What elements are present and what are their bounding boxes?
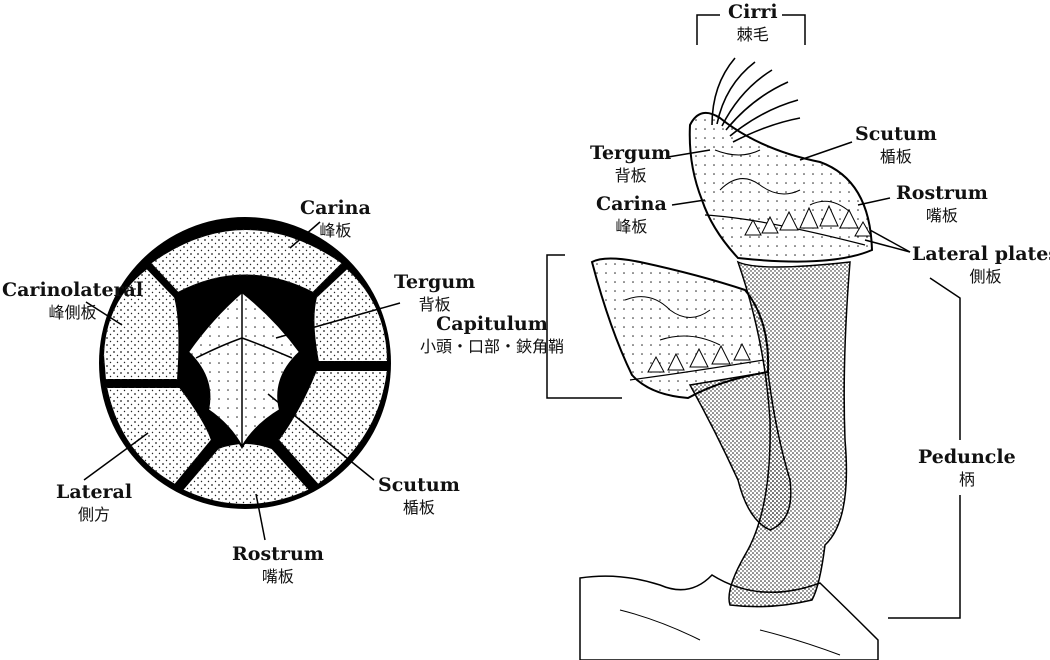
capitulum-small xyxy=(592,259,768,399)
label-scutum-top: Scutum 楯板 xyxy=(378,475,460,516)
label-text-en: Capitulum xyxy=(420,314,564,335)
label-text-en: Scutum xyxy=(378,475,460,496)
label-text-zh: 柄 xyxy=(918,471,1016,489)
label-text-en: Lateral plates xyxy=(912,244,1050,265)
label-text-zh: 嘴板 xyxy=(896,207,988,225)
label-cirri: Cirri 棘毛 xyxy=(728,2,778,43)
label-rostrum-top: Rostrum 嘴板 xyxy=(232,544,324,585)
label-text-en: Rostrum xyxy=(232,544,324,565)
label-carina-top: Carina 峰板 xyxy=(300,198,371,239)
rock xyxy=(580,575,878,660)
label-rostrum-side: Rostrum 嘴板 xyxy=(896,183,988,224)
label-lateral-plates: Lateral plates 側板 xyxy=(912,244,1050,285)
label-text-en: Carina xyxy=(300,198,371,219)
label-text-zh: 側板 xyxy=(912,268,1050,286)
label-text-zh: 背板 xyxy=(590,167,671,185)
label-text-zh: 側方 xyxy=(56,506,132,524)
label-lateral: Lateral 側方 xyxy=(56,482,132,523)
label-tergum-top: Tergum 背板 xyxy=(394,272,475,313)
label-text-zh: 峰板 xyxy=(596,218,667,236)
label-text-en: Tergum xyxy=(394,272,475,293)
label-text-zh: 楯板 xyxy=(855,148,937,166)
label-carinolateral: Carinolateral 峰側板 xyxy=(2,280,143,321)
label-text-zh: 背板 xyxy=(394,296,475,314)
label-text-en: Lateral xyxy=(56,482,132,503)
label-text-zh: 楯板 xyxy=(378,499,460,517)
label-text-en: Rostrum xyxy=(896,183,988,204)
side-view xyxy=(547,15,960,660)
label-text-en: Scutum xyxy=(855,124,937,145)
label-text-en: Peduncle xyxy=(918,447,1016,468)
label-text-en: Carinolateral xyxy=(2,280,143,301)
label-text-en: Tergum xyxy=(590,143,671,164)
label-scutum-side: Scutum 楯板 xyxy=(855,124,937,165)
label-text-en: Cirri xyxy=(728,2,778,23)
label-text-en: Carina xyxy=(596,194,667,215)
label-text-zh: 小頭・口部・鋏角鞘 xyxy=(420,338,564,356)
label-text-zh: 峰側板 xyxy=(2,304,143,322)
label-carina-side: Carina 峰板 xyxy=(596,194,667,235)
label-peduncle: Peduncle 柄 xyxy=(918,447,1016,488)
label-capitulum: Capitulum 小頭・口部・鋏角鞘 xyxy=(420,314,564,355)
label-text-zh: 嘴板 xyxy=(232,568,324,586)
label-text-zh: 峰板 xyxy=(300,222,371,240)
label-tergum-side: Tergum 背板 xyxy=(590,143,671,184)
label-text-zh: 棘毛 xyxy=(728,26,778,44)
